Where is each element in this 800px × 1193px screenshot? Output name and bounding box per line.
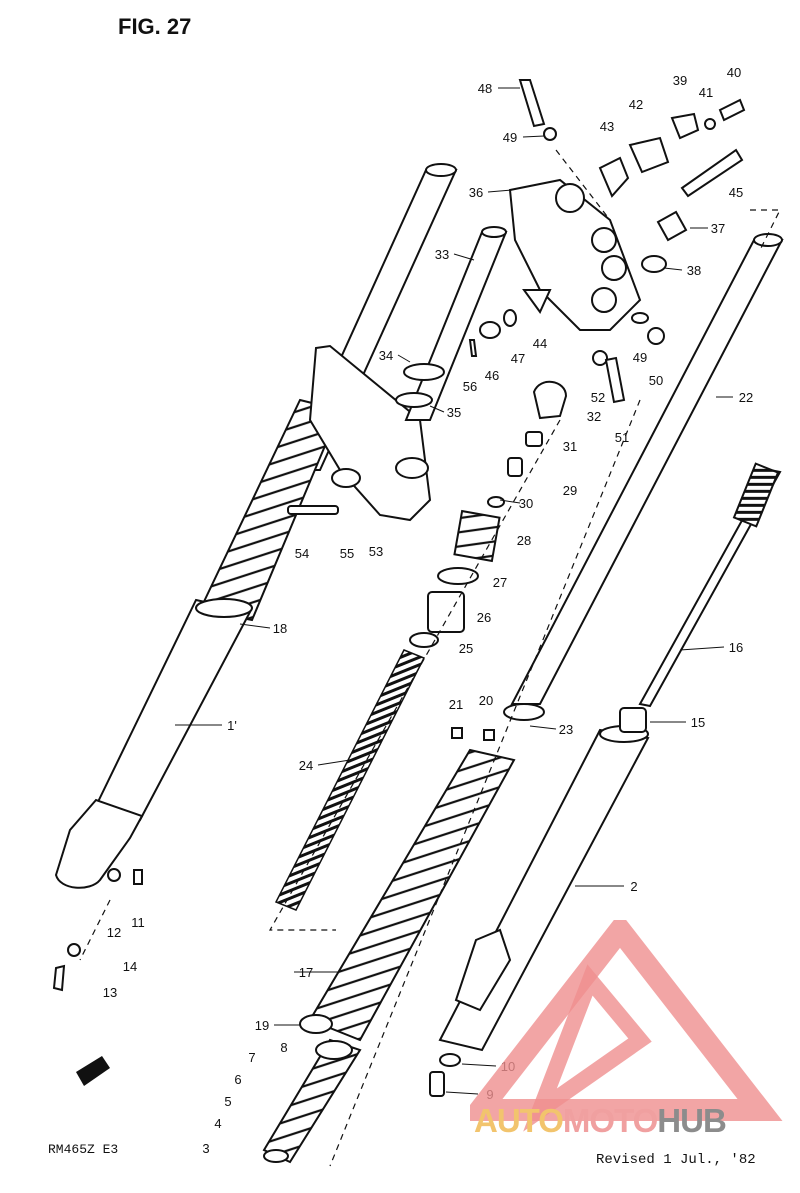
watermark-auto: AUTO xyxy=(474,1102,564,1139)
callout-label: 38 xyxy=(687,263,701,278)
damper-rod xyxy=(638,462,782,708)
callout-label: 45 xyxy=(729,185,743,200)
callout-label: 30 xyxy=(519,496,533,511)
right-fork-tube xyxy=(503,233,784,721)
callout-label: 7 xyxy=(248,1050,255,1065)
callout-label: 50 xyxy=(649,373,663,388)
callout-label: 20 xyxy=(479,693,493,708)
callout-label: 49 xyxy=(633,350,647,365)
handlebar-clamp-parts xyxy=(518,79,746,273)
callout-label: 52 xyxy=(591,390,605,405)
callout-label: 44 xyxy=(533,336,547,351)
callout-label: 21 xyxy=(449,697,463,712)
callout-label: 5 xyxy=(224,1094,231,1109)
callout-label: 12 xyxy=(107,925,121,940)
upper-bracket xyxy=(508,178,642,331)
callout-label: 16 xyxy=(729,640,743,655)
callout-label: 40 xyxy=(727,65,741,80)
right-fork-boot xyxy=(308,748,516,1042)
callout-label: 31 xyxy=(563,439,577,454)
callout-label: 11 xyxy=(131,915,145,930)
fork-spring xyxy=(274,649,426,911)
callout-label: 19 xyxy=(255,1018,269,1033)
callout-label: 6 xyxy=(234,1072,241,1087)
callout-label: 22 xyxy=(739,390,753,405)
callout-label: 34 xyxy=(379,348,393,363)
callout-label: 46 xyxy=(485,368,499,383)
callout-label: 28 xyxy=(517,533,531,548)
callout-label: 51 xyxy=(615,430,629,445)
model-code: RM465Z E3 xyxy=(48,1142,119,1157)
callout-label: 8 xyxy=(280,1040,287,1055)
callout-label: 2 xyxy=(630,879,637,894)
callout-label: 55 xyxy=(340,546,354,561)
callout-label: 56 xyxy=(463,379,477,394)
callout-label: 53 xyxy=(369,544,383,559)
watermark-moto: MOTO xyxy=(562,1102,658,1139)
callout-label: 32 xyxy=(587,409,601,424)
callout-label: 48 xyxy=(478,81,492,96)
assembly-lines xyxy=(79,149,781,1167)
callout-label: 25 xyxy=(459,641,473,656)
callout-label: 29 xyxy=(563,483,577,498)
callout-label: 37 xyxy=(711,221,725,236)
callout-label: 33 xyxy=(435,247,449,262)
watermark-hub: HUB xyxy=(657,1102,726,1139)
callout-label: 41 xyxy=(699,85,713,100)
callout-label: 35 xyxy=(447,405,461,420)
callout-label: 4 xyxy=(214,1116,221,1131)
callout-label: 26 xyxy=(477,610,491,625)
small-parts xyxy=(52,289,665,1097)
left-fork-slider xyxy=(54,598,253,889)
callout-label: 18 xyxy=(273,621,287,636)
callout-label: 39 xyxy=(673,73,687,88)
revision-date: Revised 1 Jul., '82 xyxy=(596,1152,756,1168)
callout-label: 23 xyxy=(559,722,573,737)
callout-label: 43 xyxy=(600,119,614,134)
callout-label: 3 xyxy=(202,1141,209,1156)
callout-label: 27 xyxy=(493,575,507,590)
callout-label: 49 xyxy=(503,130,517,145)
callout-label: 14 xyxy=(123,959,137,974)
callout-label: 13 xyxy=(103,985,117,1000)
callout-label: 36 xyxy=(469,185,483,200)
watermark-logo-icon xyxy=(470,920,783,1132)
figure-title: FIG. 27 xyxy=(118,14,192,39)
callout-labels: 4849434239414045363738334447465649503435… xyxy=(103,65,753,1156)
seal-stack xyxy=(262,1038,362,1164)
callout-label: 54 xyxy=(295,546,309,561)
right-fork-slider xyxy=(438,707,650,1052)
callout-label: 24 xyxy=(299,758,313,773)
lower-bracket xyxy=(287,344,432,522)
front-arrow-icon xyxy=(76,1056,110,1086)
callout-label: 47 xyxy=(511,351,525,366)
callout-label: 15 xyxy=(691,715,705,730)
callout-label: 42 xyxy=(629,97,643,112)
leader-lines xyxy=(175,87,733,1095)
steering-stem xyxy=(395,226,508,421)
callout-label: 1' xyxy=(227,718,237,733)
watermark-text: AUTOMOTOHUB xyxy=(474,1102,727,1140)
callout-label: 17 xyxy=(299,965,313,980)
